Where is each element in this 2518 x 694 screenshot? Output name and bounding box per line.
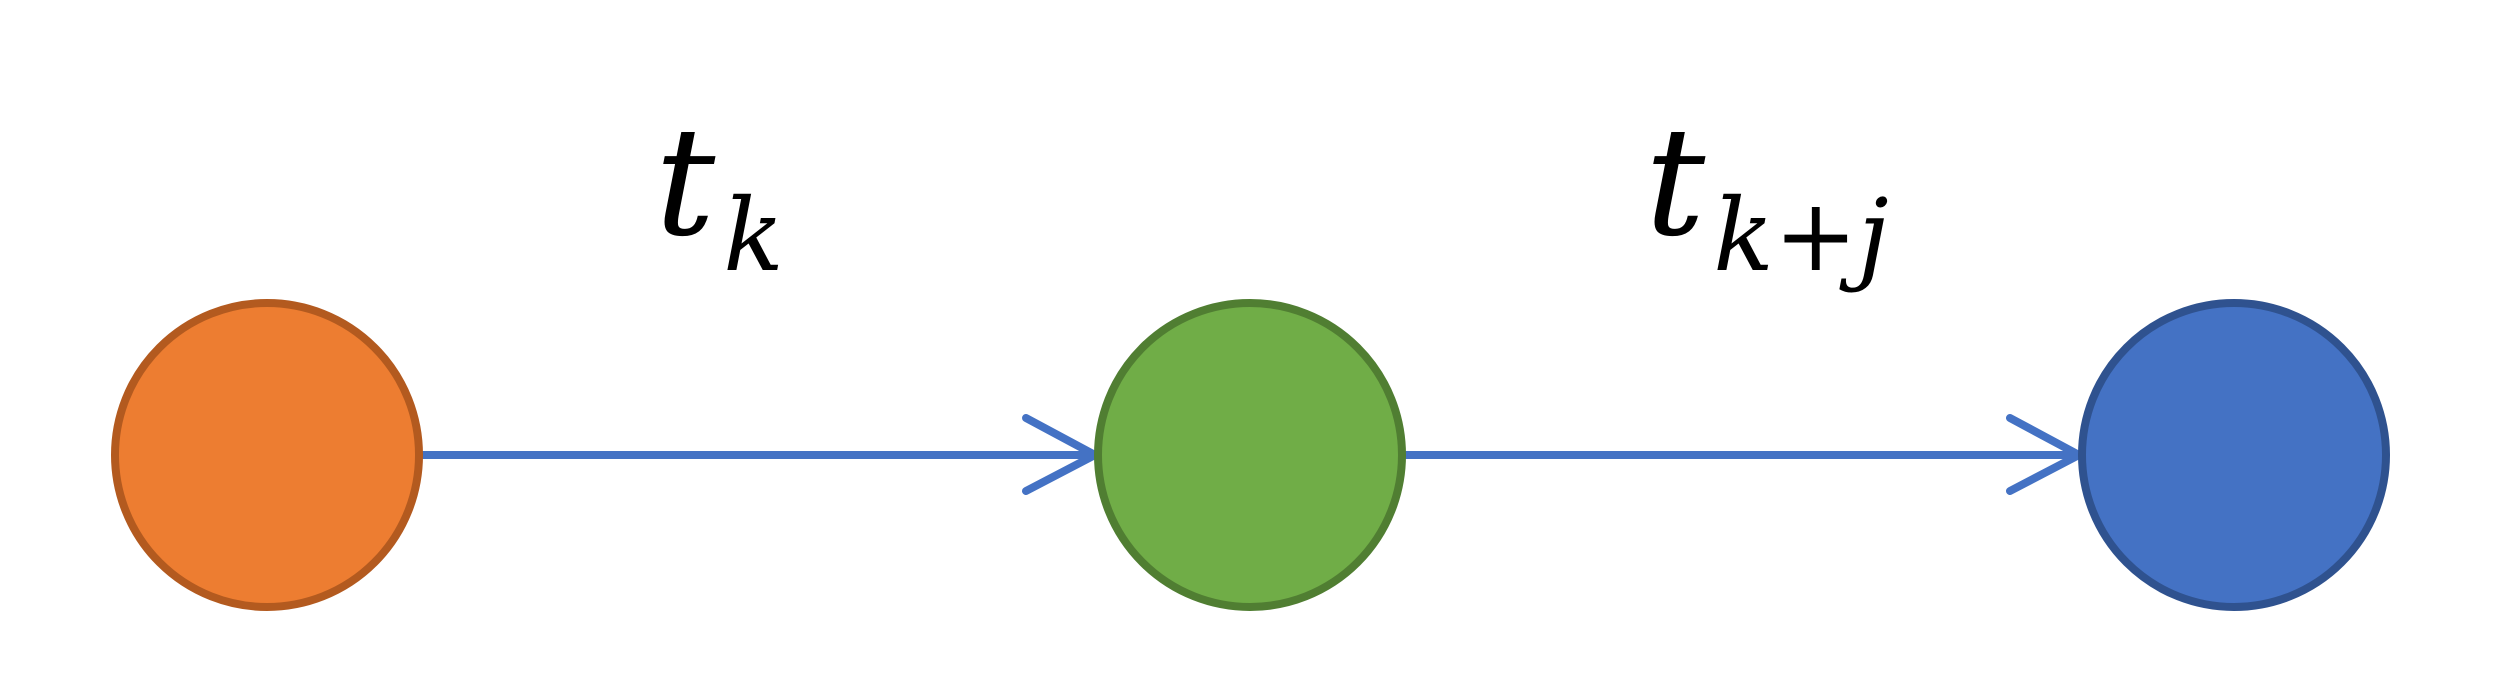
edge-1-label-base: t (655, 96, 716, 270)
blue-node (2082, 303, 2386, 607)
orange-node (115, 303, 419, 607)
green-node-border (1094, 299, 1406, 611)
orange-node-border (111, 299, 423, 611)
edge-1-label-sub: k (723, 177, 784, 294)
edge-1-label: tk (655, 96, 784, 294)
blue-node-border (2078, 299, 2390, 611)
edge-2 (1399, 414, 2083, 495)
edge-1 (417, 414, 1099, 495)
green-node (1098, 303, 1402, 607)
edge-2-label-sub: k+j (1713, 177, 1888, 294)
edge-2-label: tk+j (1645, 96, 1889, 294)
edge-2-label-base: t (1645, 96, 1706, 270)
